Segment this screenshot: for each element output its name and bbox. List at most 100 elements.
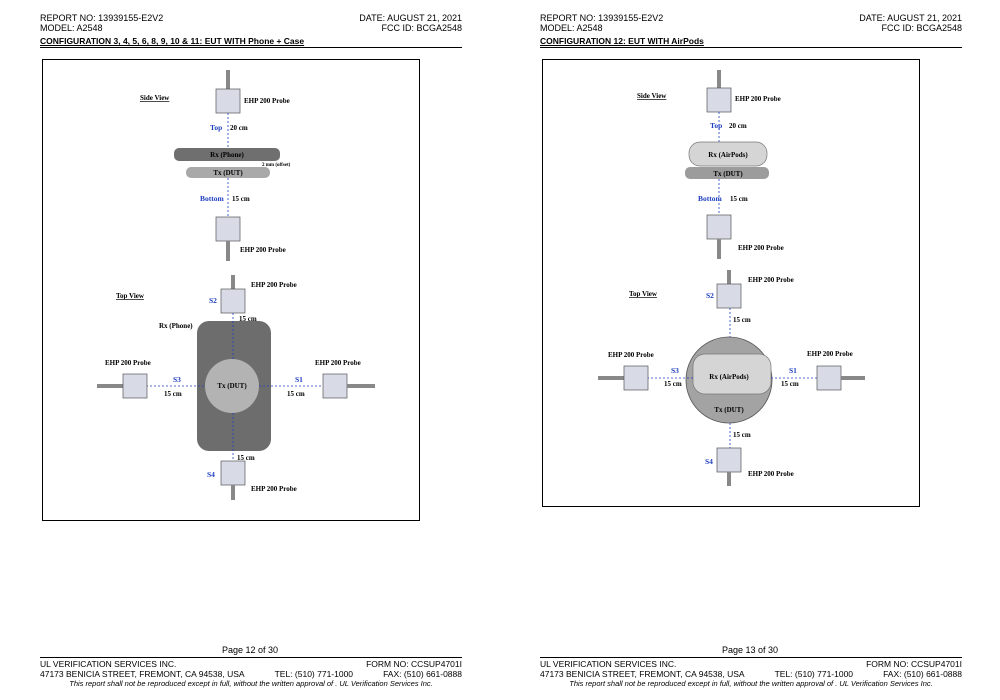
page-13: REPORT NO: 13939155-E2V2 DATE: AUGUST 21… [500,0,1000,700]
configuration-title: CONFIGURATION 12: EUT WITH AirPods [540,36,962,48]
probe-bottom-box [215,216,241,242]
probe-s1-shaft [347,384,375,388]
probe-s3-box [122,373,148,399]
probe-s1-label: EHP 200 Probe [315,359,361,367]
model-number: MODEL: A2548 [40,23,103,33]
rx-airpods-top [692,353,772,395]
probe-top-box [215,88,241,114]
s4-distance: 15 cm [237,454,255,462]
top-distance: 20 cm [230,124,248,132]
bottom-distance: 15 cm [730,195,748,203]
fcc-id: FCC ID: BCGA2548 [381,23,462,33]
report-date: DATE: AUGUST 21, 2021 [859,13,962,23]
report-date: DATE: AUGUST 21, 2021 [359,13,462,23]
tx-side-label: Tx (DUT) [213,169,243,177]
probe-s1-shaft [841,376,865,380]
fax: FAX: (510) 661-0888 [883,669,962,679]
s2-label: S2 [209,296,217,305]
probe-s3-label: EHP 200 Probe [105,359,151,367]
probe-s2-shaft [727,270,731,285]
top-view-label: Top View [629,290,658,298]
probe-s2-label: EHP 200 Probe [251,281,297,289]
tx-dut-top [205,359,259,413]
s4-label: S4 [207,470,215,479]
probe-bottom-shaft [717,239,721,259]
probe-s2-box [716,283,742,309]
probe-top-label: EHP 200 Probe [244,97,290,105]
s3-distance: 15 cm [664,380,682,388]
tx-dut-side [685,167,769,179]
diagram-svg: Side View EHP 200 Probe Top 20 cm Rx (Ph… [97,70,375,500]
probe-top-shaft [717,70,721,90]
s2-label: S2 [706,291,714,300]
tx-top-label: Tx (DUT) [714,406,744,414]
s1-distance: 15 cm [781,380,799,388]
report-number: REPORT NO: 13939155-E2V2 [40,13,164,23]
rx-top-label: Rx (Phone) [159,322,193,330]
probe-s4-shaft [727,472,731,486]
bottom-label: Bottom [200,194,224,203]
page-header: REPORT NO: 13939155-E2V2 DATE: AUGUST 21… [40,13,462,33]
test-setup-diagram: Side View EHP 200 Probe Top 20 cm Rx (Ph… [42,59,420,521]
top-label: Top [210,123,222,132]
reproduction-note: This report shall not be reproduced exce… [69,679,433,688]
probe-s2-box [220,288,246,314]
tx-top-label: Tx (DUT) [217,382,247,390]
probe-s3-shaft [97,384,123,388]
bottom-label: Bottom [698,194,722,203]
model-number: MODEL: A2548 [540,23,603,33]
page-number: Page 13 of 30 [721,645,779,655]
reproduction-note: This report shall not be reproduced exce… [569,679,933,688]
company-name: UL VERIFICATION SERVICES INC. [40,659,177,669]
probe-bottom-box [706,214,732,240]
rx-airpods-side [688,141,768,167]
tx-dut-side [186,167,270,178]
s3-label: S3 [671,366,679,375]
rx-top-label: Rx (AirPods) [709,373,749,381]
page-footer: UL VERIFICATION SERVICES INC. FORM NO: C… [40,657,462,689]
configuration-title: CONFIGURATION 3, 4, 5, 6, 8, 9, 10 & 11:… [40,36,462,48]
tx-side-label: Tx (DUT) [713,170,743,178]
s3-distance: 15 cm [164,390,182,398]
top-view-label: Top View [116,292,145,300]
offset-label: 2 mm (offset) [262,163,291,168]
probe-s4-box [220,460,246,486]
address: 47173 BENICIA STREET, FREMONT, CA 94538,… [540,669,745,679]
rx-side-label: Rx (AirPods) [708,151,748,159]
form-number: FORM NO: CCSUP4701I [366,659,462,669]
probe-s4-box [716,447,742,473]
s4-distance: 15 cm [733,431,751,439]
probe-s3-box [623,365,649,391]
page-header: REPORT NO: 13939155-E2V2 DATE: AUGUST 21… [540,13,962,33]
report-number: REPORT NO: 13939155-E2V2 [540,13,664,23]
s1-label: S1 [295,375,303,384]
s4-label: S4 [705,457,713,466]
test-setup-diagram: Side View EHP 200 Probe Top 20 cm Rx (Ai… [542,59,920,507]
top-distance: 20 cm [729,122,747,130]
fax: FAX: (510) 661-0888 [383,669,462,679]
probe-s4-shaft [231,485,235,500]
bottom-distance: 15 cm [232,195,250,203]
side-view-label: Side View [140,94,170,102]
probe-s4-label: EHP 200 Probe [251,485,297,493]
fcc-id: FCC ID: BCGA2548 [881,23,962,33]
page-12: REPORT NO: 13939155-E2V2 DATE: AUGUST 21… [40,13,462,689]
telephone: TEL: (510) 771-1000 [274,669,354,679]
side-view-label: Side View [637,92,667,100]
s1-distance: 15 cm [287,390,305,398]
probe-top-shaft [226,70,230,90]
rx-phone-side [174,148,280,161]
probe-s1-box [322,373,348,399]
probe-top-box [706,87,732,113]
rx-side-label: Rx (Phone) [210,151,244,159]
probe-s2-label: EHP 200 Probe [748,276,794,284]
address: 47173 BENICIA STREET, FREMONT, CA 94538,… [40,669,245,679]
probe-s1-box [816,365,842,391]
form-number: FORM NO: CCSUP4701I [866,659,962,669]
probe-s3-shaft [598,376,624,380]
probe-s3-label: EHP 200 Probe [608,351,654,359]
s3-label: S3 [173,375,181,384]
s1-label: S1 [789,366,797,375]
company-name: UL VERIFICATION SERVICES INC. [540,659,677,669]
page-number: Page 12 of 30 [221,645,279,655]
